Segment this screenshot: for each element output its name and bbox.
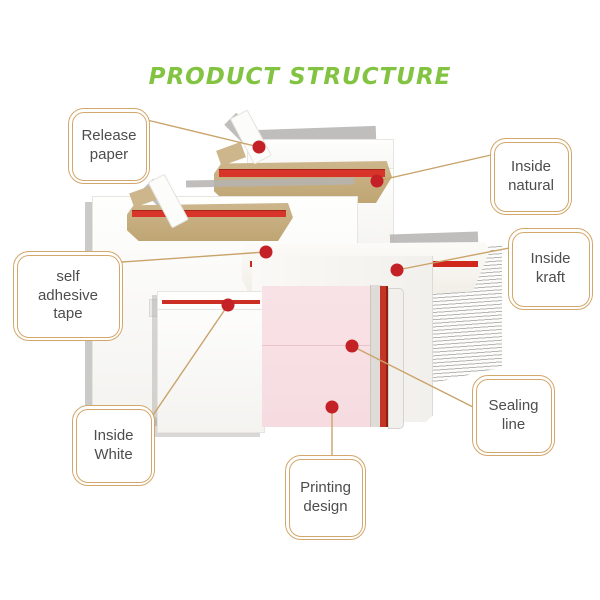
callout-inner-border: Inside kraft (511, 231, 590, 307)
callout-printing-design: Printing design (285, 455, 366, 540)
callout-label-printing-design: Printing design (300, 478, 351, 515)
callout-label-self-adhesive-tape: self adhesive tape (37, 267, 99, 323)
callout-sealing-line: Sealing line (472, 375, 555, 456)
callout-inner-border: Sealing line (475, 378, 552, 453)
envelope2-kraft-flap (127, 203, 293, 241)
callout-release-paper: Release paper (68, 108, 150, 184)
callout-inside-natural: Inside natural (490, 138, 572, 215)
callout-label-inside-kraft: Inside kraft (530, 250, 571, 286)
callout-inside-white: Inside White (72, 405, 155, 486)
envelope1-kraft-corner (216, 142, 246, 166)
callout-label-sealing-line: Sealing line (488, 396, 539, 433)
page-title: PRODUCT STRUCTURE (148, 64, 452, 90)
pink-envelope-sealing-line (380, 286, 388, 427)
callout-inner-border: Inside White (75, 408, 152, 483)
white-envelope-front (157, 291, 265, 433)
callout-label-release-paper: Release paper (81, 127, 137, 163)
callout-self-adhesive-tape: self adhesive tape (13, 251, 123, 341)
connector-inside-natural (376, 154, 492, 182)
callout-inner-border: self adhesive tape (16, 254, 120, 338)
white-envelope-tape-line (162, 300, 260, 304)
white-envelope-crease (158, 309, 264, 310)
callout-label-inside-natural: Inside natural (508, 157, 554, 194)
envelope1-adhesive-tape (219, 170, 385, 177)
callout-label-inside-white: Inside White (93, 426, 134, 463)
envelope2-adhesive-tape (132, 211, 286, 217)
callout-inside-kraft: Inside kraft (508, 228, 593, 310)
pink-envelope-fold-white (388, 288, 404, 429)
pink-envelope-panel (262, 286, 372, 427)
callout-inner-border: Inside natural (493, 141, 569, 212)
pink-envelope-crease (262, 345, 372, 346)
callout-inner-border: Printing design (288, 458, 363, 537)
callout-inner-border: Release paper (71, 111, 147, 181)
